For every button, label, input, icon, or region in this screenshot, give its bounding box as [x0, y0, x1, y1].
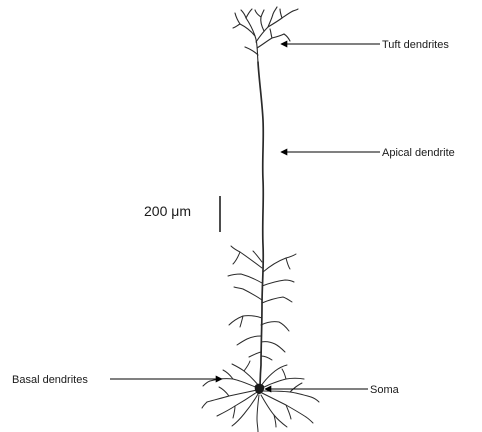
apical-dendrite-label: Apical dendrite — [382, 147, 455, 159]
soma-body — [255, 384, 264, 394]
apical-trunk — [258, 62, 263, 392]
basal-dendrites-label: Basal dendrites — [12, 374, 88, 386]
soma-label: Soma — [370, 384, 400, 396]
tuft-dendrites-label: Tuft dendrites — [382, 39, 449, 51]
scale-bar-label: 200 μm — [144, 203, 191, 219]
tuft-dendrites — [233, 7, 298, 62]
